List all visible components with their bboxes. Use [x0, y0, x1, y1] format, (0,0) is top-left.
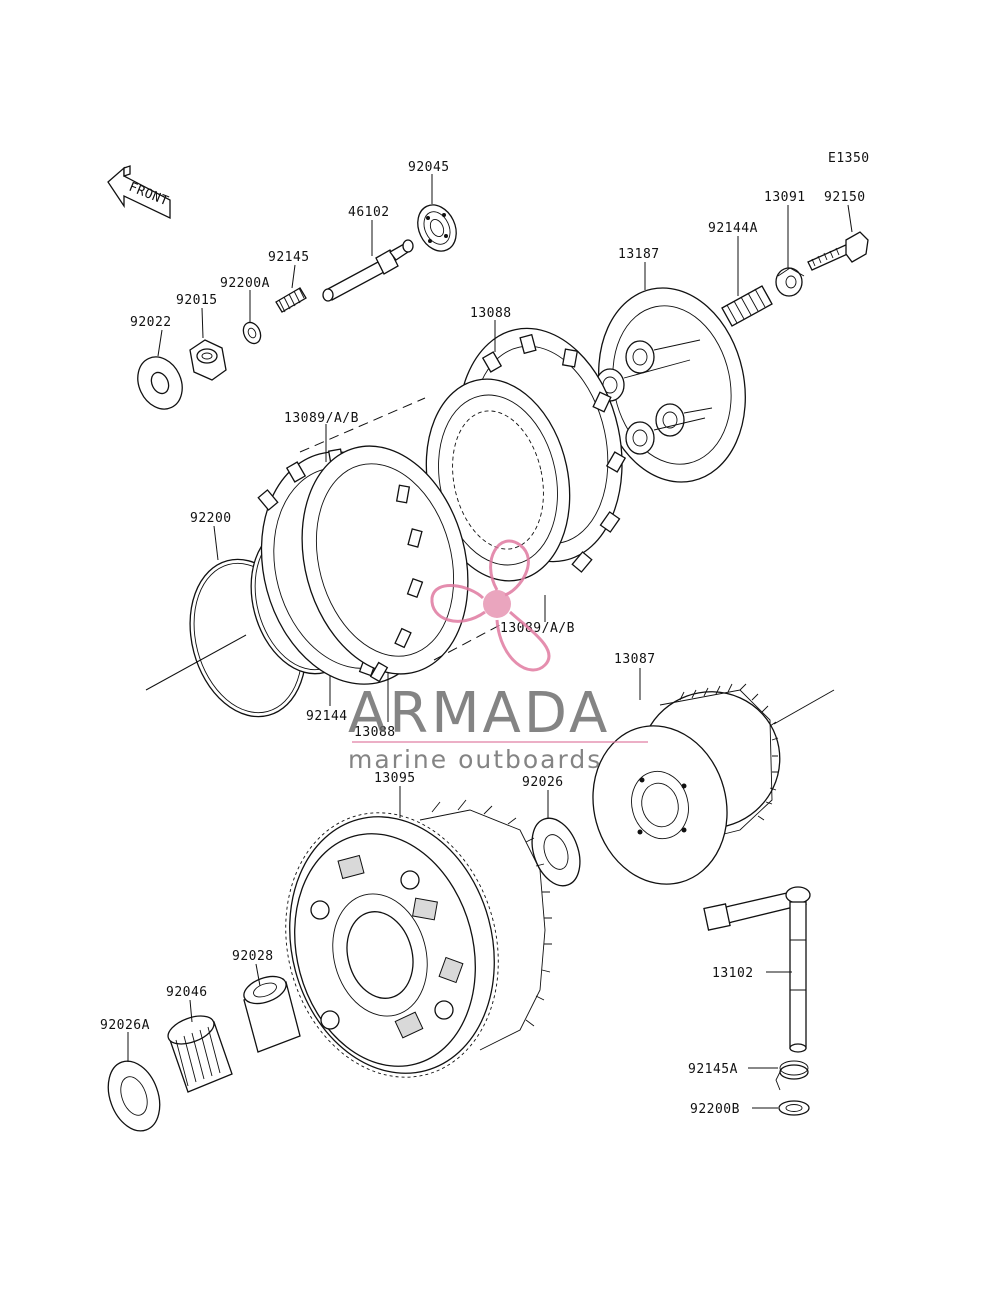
- watermark-logo-icon: [430, 539, 551, 672]
- label-92046: 92046: [166, 985, 208, 1000]
- label-92045: 92045: [408, 160, 450, 175]
- label-46102: 46102: [348, 205, 390, 220]
- label-92145: 92145: [268, 250, 310, 265]
- part-92150-bolt: [807, 231, 869, 271]
- label-13087: 13087: [614, 652, 656, 667]
- label-13091: 13091: [764, 190, 806, 205]
- part-13088-plate-mid: [301, 445, 469, 683]
- watermark-tagline: marine outboards: [348, 745, 602, 774]
- label-92015: 92015: [176, 293, 218, 308]
- label-13187: 13187: [618, 247, 660, 262]
- axis-dash-top: [299, 397, 426, 453]
- part-13087-clutch-hub: [592, 683, 781, 885]
- label-92144: 92144: [306, 709, 348, 724]
- diagram-code: E1350: [828, 151, 870, 166]
- label-92150: 92150: [824, 190, 866, 205]
- part-92015-nut: [189, 339, 227, 381]
- part-13095-clutch-housing: [285, 799, 552, 1078]
- part-92145-spring: [275, 287, 307, 313]
- front-arrow-icon: FRONT: [107, 165, 171, 220]
- label-92144A: 92144A: [708, 221, 758, 236]
- part-92028-sleeve: [243, 975, 301, 1053]
- label-92026A: 92026A: [100, 1018, 150, 1033]
- label-13089-mid: 13089/A/B: [500, 621, 575, 636]
- label-13102: 13102: [712, 966, 754, 981]
- label-92145A: 92145A: [688, 1062, 738, 1077]
- part-92022-washer: [137, 356, 183, 410]
- watermark-brand: ARMADA: [348, 681, 610, 746]
- part-13187-pressure-plate: [595, 287, 746, 483]
- label-92028: 92028: [232, 949, 274, 964]
- part-92144A-spring: [721, 285, 773, 327]
- axis-right: [773, 689, 835, 725]
- label-13089-top: 13089/A/B: [284, 411, 359, 426]
- axis-dash-mid: [433, 624, 501, 661]
- label-13095: 13095: [374, 771, 416, 786]
- part-92200A-washer: [242, 321, 262, 345]
- part-92026-washer: [531, 817, 581, 887]
- label-92200A: 92200A: [220, 276, 270, 291]
- label-92022: 92022: [130, 315, 172, 330]
- label-92200B: 92200B: [690, 1102, 740, 1117]
- part-13091-collar: [775, 267, 805, 297]
- part-46102-rod: [322, 239, 414, 302]
- part-92145A-spring: [775, 1060, 809, 1091]
- part-92200B-washer: [778, 1100, 810, 1116]
- part-92045-bearing: [417, 204, 457, 252]
- label-92026: 92026: [522, 775, 564, 790]
- label-13088-top: 13088: [470, 306, 512, 321]
- label-92200: 92200: [190, 511, 232, 526]
- part-92046-needle-bearing: [167, 1015, 233, 1093]
- part-13102-release-lever: [703, 886, 811, 1053]
- part-92026A-washer: [107, 1060, 161, 1132]
- axis-left: [145, 634, 247, 691]
- label-13088-bot: 13088: [354, 725, 396, 740]
